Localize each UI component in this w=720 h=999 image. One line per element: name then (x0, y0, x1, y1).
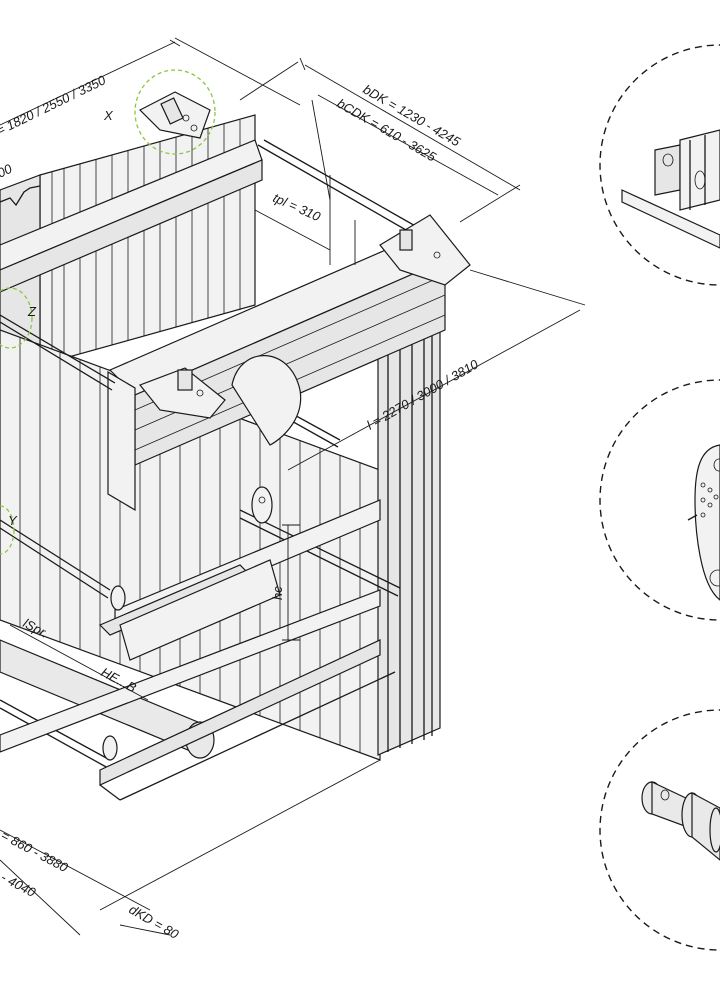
dim-top-fragment-label: 00 (0, 161, 15, 181)
detail-circle-3 (599, 709, 720, 951)
right-bracket (379, 214, 471, 286)
detail-circle-1 (599, 44, 720, 286)
hinge-plates (102, 486, 273, 761)
plate-detail-icon (687, 444, 720, 601)
lower-waler (0, 499, 396, 801)
dim-top-label: c = 1820 / 2550 / 3350 (0, 72, 109, 143)
dim-bottom-1-label: = 860 - 3880 (0, 827, 71, 875)
dim-tpl-label: tpl = 310 (271, 190, 324, 224)
detail-markers (0, 69, 216, 555)
detail-circle-2 (599, 379, 720, 621)
detail-y-label: Y (8, 513, 18, 528)
dimension-lines (0, 37, 586, 936)
dim-dkd-label: dKD = 80 (127, 902, 182, 943)
corner-post-right (377, 304, 441, 756)
top-bracket-x (138, 91, 211, 139)
strut-pin-detail-icon (641, 781, 720, 861)
dim-hc-label: hc (270, 586, 285, 600)
struts (0, 139, 427, 769)
detail-x-label: X (103, 108, 114, 123)
detail-z-label: Z (27, 304, 37, 319)
dim-bottom-2-label: - 4040 (0, 869, 39, 900)
bracket-detail-icon (621, 129, 720, 249)
strut-fin (231, 355, 302, 446)
middle-bracket (139, 367, 226, 419)
